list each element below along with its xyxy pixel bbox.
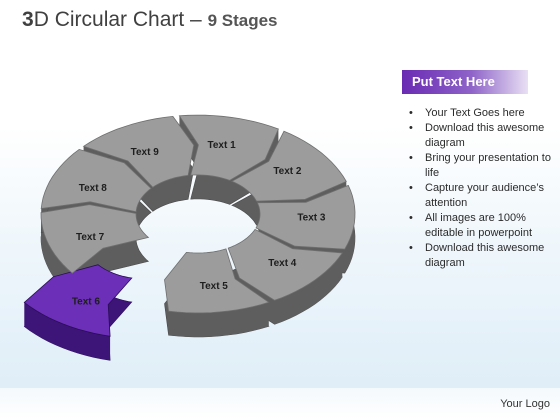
page-title: 3D Circular Chart – 9 Stages — [22, 8, 278, 32]
segment-label: Text 5 — [200, 281, 229, 292]
panel-bullet-item: Capture your audience’s attention — [405, 181, 555, 211]
panel-bullet-item: Download this awesome diagram — [405, 121, 555, 151]
segment-rim — [168, 302, 269, 337]
segment-label: Text 1 — [208, 140, 237, 151]
segment-label: Text 4 — [268, 258, 297, 269]
segment-top — [82, 115, 195, 188]
panel-bullet-item: Bring your presentation to life — [405, 151, 555, 181]
segment-top — [178, 114, 279, 181]
panel-bullet-list: Your Text Goes here Download this awesom… — [405, 106, 555, 271]
footer-band — [0, 388, 560, 420]
segment-rim — [274, 253, 343, 325]
segment-tops-layer — [23, 114, 356, 337]
segment-top — [40, 148, 152, 213]
footer-logo: Your Logo — [500, 398, 550, 410]
segment-top — [255, 184, 356, 250]
title-subtitle: 9 Stages — [207, 11, 278, 30]
title-prefix: 3 — [22, 8, 34, 31]
segment-label: Text 7 — [76, 232, 105, 243]
segment-rim — [24, 302, 111, 361]
title-main: D Circular Chart – — [33, 8, 208, 31]
segment-top — [227, 228, 344, 301]
segment-top — [23, 264, 133, 337]
segment-label: Text 3 — [297, 213, 326, 224]
panel-header: Put Text Here — [402, 70, 528, 94]
segment-label: Text 9 — [131, 147, 160, 158]
segment-labels-layer: Text 1 Text 2 Text 3 Text 4 Text 5 Text 6 Text… — [72, 140, 326, 308]
segment-top — [230, 130, 347, 202]
segment-label: Text 6 — [72, 297, 101, 308]
panel-bullet-item: Your Text Goes here — [405, 106, 555, 121]
segment-label: Text 8 — [79, 183, 108, 194]
panel-bullet-item: All images are 100% editable in powerpoi… — [405, 211, 555, 241]
segment-label: Text 2 — [273, 166, 302, 177]
panel-bullet-item: Download this awesome diagram — [405, 241, 555, 271]
segment-top — [40, 204, 150, 274]
segment-top — [164, 248, 270, 314]
